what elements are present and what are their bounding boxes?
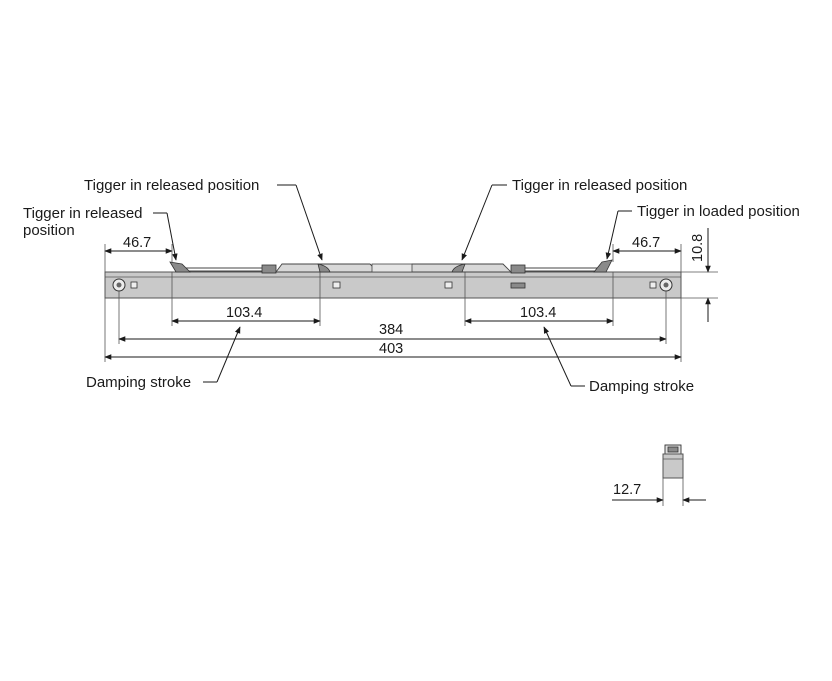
dimension-hole-spacing-value: 384 <box>379 322 403 338</box>
mounting-hole-right <box>659 278 673 292</box>
dimension-height: 10.8 <box>690 228 711 322</box>
dimension-hole-spacing: 384 <box>118 322 667 342</box>
rail-slots <box>130 281 657 289</box>
mounting-hole-left <box>112 278 126 292</box>
callout-top-left: Tigger in released position <box>84 177 323 261</box>
callout-top-left-text: Tigger in released position <box>84 177 259 194</box>
callout-side-left-line1: Tigger in released <box>23 205 143 222</box>
callout-damping-right-text: Damping stroke <box>589 378 694 395</box>
callout-top-right-text: Tigger in released position <box>512 177 687 194</box>
dimension-left-offset-value: 46.7 <box>123 235 151 251</box>
dimension-overall-length-value: 403 <box>379 341 403 357</box>
dimension-right-offset: 46.7 <box>612 235 682 254</box>
dimension-right-offset-value: 46.7 <box>632 235 660 251</box>
callout-damping-left: Damping stroke <box>86 326 241 391</box>
callout-side-right: Tigger in loaded position <box>605 203 800 260</box>
callout-side-left: Tigger in released position <box>23 205 178 261</box>
extension-lines <box>104 244 718 362</box>
dimension-left-offset: 46.7 <box>104 235 173 254</box>
damper-mechanism <box>169 259 613 274</box>
dimension-section-width: 12.7 <box>612 482 706 503</box>
dimension-overall-length: 403 <box>104 341 682 360</box>
dimension-right-stroke-value: 103.4 <box>520 305 556 321</box>
dimension-section-width-value: 12.7 <box>613 482 641 498</box>
callout-damping-left-text: Damping stroke <box>86 374 191 391</box>
dimension-height-value: 10.8 <box>690 234 706 262</box>
callout-damping-right: Damping stroke <box>543 326 694 395</box>
callout-top-right: Tigger in released position <box>461 177 687 261</box>
end-section-view <box>662 444 684 506</box>
damper-rail <box>104 271 682 299</box>
callout-side-right-text: Tigger in loaded position <box>637 203 800 220</box>
callout-side-left-line2: position <box>23 222 75 239</box>
dimension-right-stroke: 103.4 <box>464 305 614 324</box>
dimension-left-stroke-value: 103.4 <box>226 305 262 321</box>
dimension-left-stroke: 103.4 <box>171 305 321 324</box>
